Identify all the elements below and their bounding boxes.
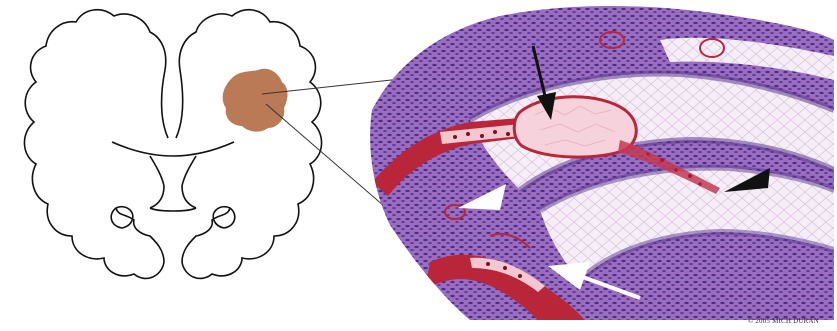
corpus-callosum [112,142,234,156]
right-hemisphere [176,10,322,279]
brain-outline [24,10,321,279]
illustrator-credit: © 2005 MICH DURAN [748,317,819,325]
left-hemisphere [24,10,168,279]
ventricle [150,156,196,211]
thrombosed-vessel [514,97,636,157]
lesion-blob [223,69,288,132]
